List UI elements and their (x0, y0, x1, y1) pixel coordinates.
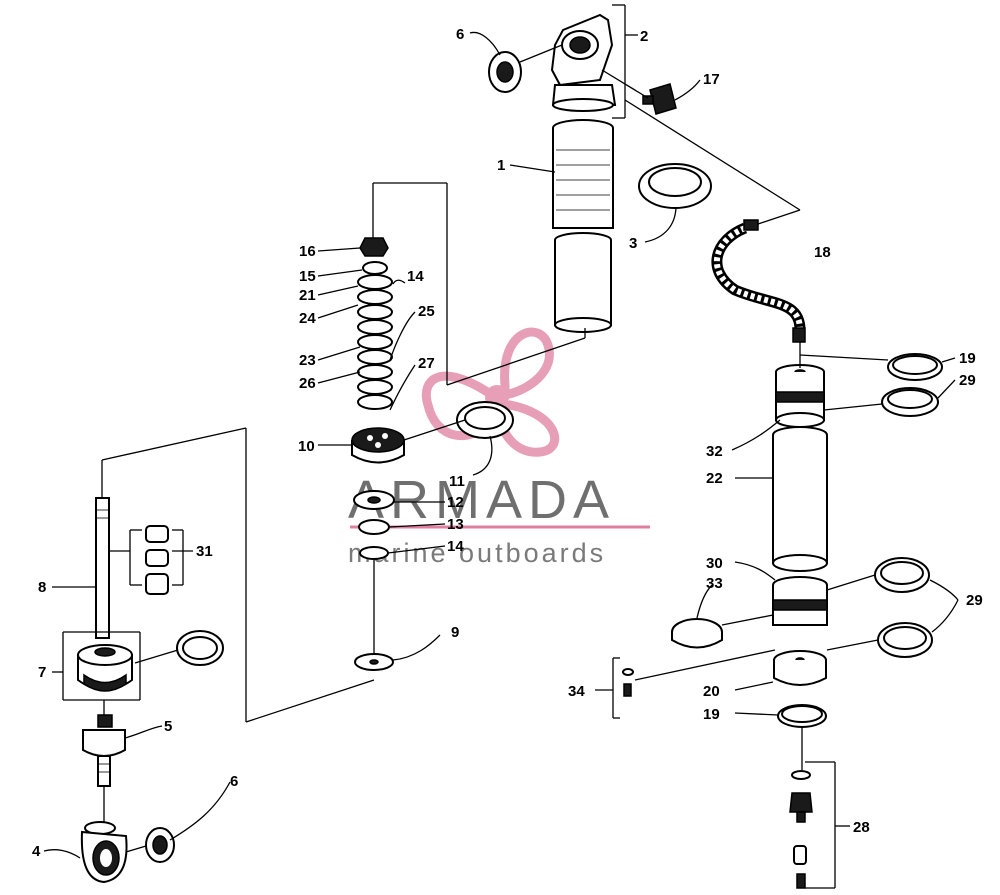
rod-end-5 (82, 714, 126, 787)
callout-33: 33 (706, 575, 723, 592)
callout-32: 32 (706, 443, 723, 460)
callout-27: 27 (418, 355, 435, 372)
callout-34: 34 (568, 683, 585, 700)
callout-11: 11 (449, 473, 465, 490)
callout-24: 24 (299, 310, 316, 327)
callout-12: 12 (447, 494, 464, 511)
callout-14-lower: 14 (447, 538, 464, 555)
callout-8: 8 (38, 579, 46, 596)
callout-14-upper: 14 (407, 268, 424, 285)
callout-22: 22 (706, 470, 723, 487)
ring-29-top (881, 387, 939, 417)
plug-28 (789, 770, 813, 889)
sleeve (554, 232, 612, 333)
callout-25: 25 (418, 303, 435, 320)
seal-ring (176, 630, 224, 666)
fitting-17 (642, 83, 677, 115)
reservoir-body-22 (772, 426, 828, 572)
callout-28: 28 (853, 819, 870, 836)
bushing-6-bottom (145, 827, 175, 863)
callout-1: 1 (497, 157, 505, 174)
callout-21: 21 (299, 287, 316, 304)
valve-stack (351, 237, 405, 671)
callout-13: 13 (447, 516, 464, 533)
callout-19-bottom: 19 (703, 706, 720, 723)
ring-19-top (887, 353, 943, 381)
callout-20: 20 (703, 683, 720, 700)
callout-9: 9 (451, 624, 459, 641)
callout-4: 4 (32, 843, 41, 860)
callout-16: 16 (299, 243, 316, 260)
leader-lines (43, 4, 959, 889)
callout-17: 17 (703, 71, 720, 88)
reservoir-cap-32 (775, 364, 825, 428)
spacers-31 (145, 525, 169, 595)
callout-29-top: 29 (959, 372, 976, 389)
callout-26: 26 (299, 375, 316, 392)
callout-30: 30 (706, 555, 723, 572)
end-cap-20 (773, 650, 827, 686)
callout-10: 10 (298, 438, 315, 455)
body-1 (552, 119, 614, 229)
callout-23: 23 (299, 352, 316, 369)
ring-29-bottom (877, 622, 933, 658)
callout-5: 5 (164, 718, 172, 735)
callout-18: 18 (814, 244, 831, 261)
callout-labels: 1 2 3 4 5 6 6 7 8 9 10 11 12 13 14 14 15… (32, 26, 983, 860)
piston-30 (772, 576, 828, 626)
callout-15: 15 (299, 268, 316, 285)
upper-eye-part (550, 13, 617, 112)
ring-19-bottom (777, 704, 827, 728)
lower-eye-4 (80, 821, 128, 884)
ring-29-middle (874, 557, 930, 593)
hose-18 (711, 219, 806, 343)
bushing-6-top (488, 51, 522, 93)
callout-2: 2 (640, 28, 648, 45)
callout-29-bottom: 29 (966, 592, 983, 609)
callout-19-top: 19 (959, 350, 976, 367)
callout-6-bottom: 6 (230, 773, 238, 790)
rod-head-7 (77, 644, 133, 692)
parts-34 (622, 668, 634, 697)
piston-rod-8 (95, 497, 110, 639)
callout-6-top: 6 (456, 26, 464, 43)
ring-33 (671, 618, 723, 649)
ring-11 (456, 401, 514, 439)
callout-7: 7 (38, 664, 46, 681)
callout-3: 3 (629, 235, 637, 252)
callout-31: 31 (196, 543, 213, 560)
nut-3 (638, 163, 712, 209)
